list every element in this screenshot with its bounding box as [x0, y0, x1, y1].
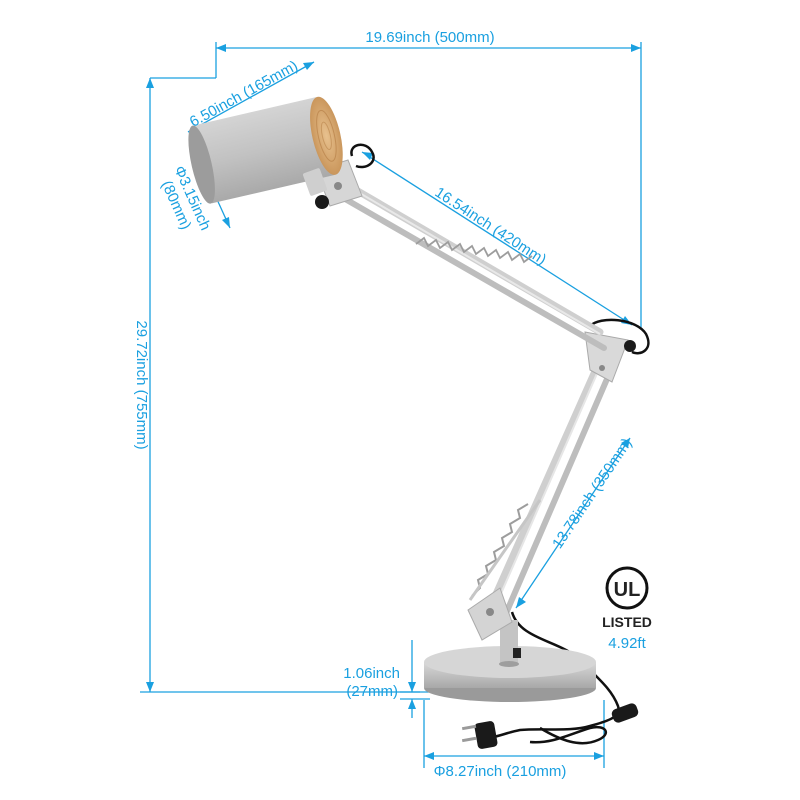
cord-coil: [529, 725, 608, 745]
ul-listed-icon: UL LISTED: [602, 566, 652, 630]
upper-arm: [315, 159, 607, 351]
lower-arm: [467, 356, 613, 641]
base-diameter-label: Φ8.27inch (210mm): [434, 763, 567, 780]
power-plug: [461, 721, 498, 749]
ul-logo-letters: UL: [614, 579, 641, 601]
power-cord: [479, 611, 620, 739]
total-width-label: 19.69inch (500mm): [365, 29, 494, 46]
ul-listed-label: LISTED: [602, 614, 652, 630]
lamp-shade: [188, 96, 375, 209]
base-height-mm-label: (27mm): [346, 683, 398, 700]
desk-lamp-illustration: [188, 96, 650, 749]
wood-end-cap: [310, 96, 343, 175]
lamp-base: [424, 620, 596, 702]
adjustment-knob-icon: [315, 195, 329, 209]
cord-length-label: 4.92ft: [608, 635, 646, 652]
base-height-inch-label: 1.06inch: [343, 665, 400, 682]
total-height-label: 29.72inch (755mm): [133, 320, 150, 449]
cord-switch: [611, 703, 639, 723]
